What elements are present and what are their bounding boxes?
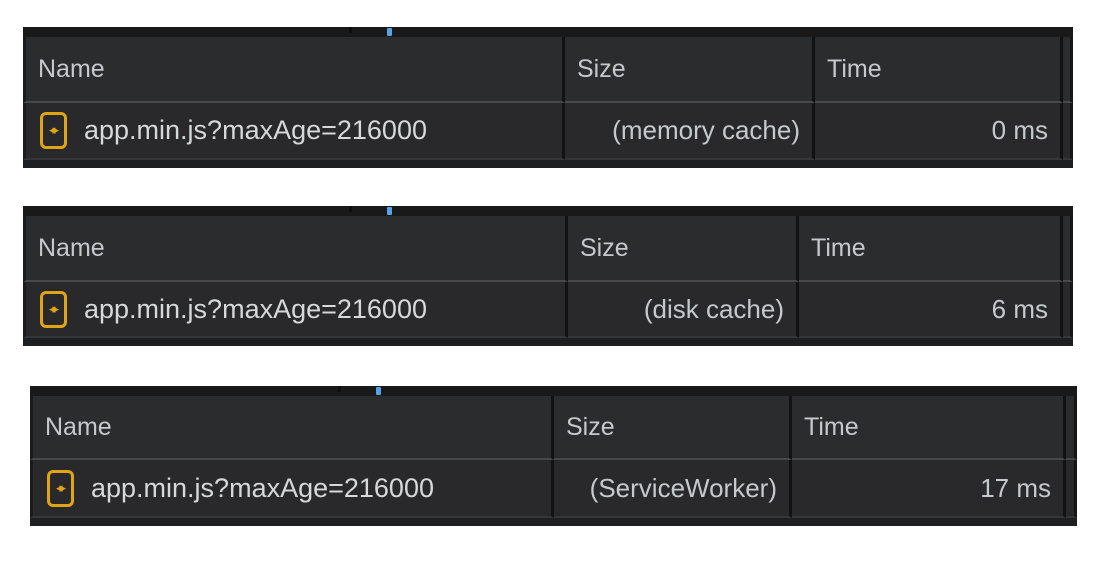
- table-gutter: [1063, 103, 1073, 160]
- request-size-cell[interactable]: (ServiceWorker): [554, 460, 792, 518]
- overview-strip: [30, 386, 1077, 396]
- network-table-disk-cache: Name Size Time ◂▸ app.min.js?maxAge=2160…: [23, 206, 1073, 346]
- next-row-partial: [23, 160, 1073, 168]
- scroll-position-indicator: [387, 28, 392, 36]
- table-gutter: [1063, 37, 1073, 103]
- script-file-icon-glyph: ◂▸: [48, 301, 59, 317]
- request-size-cell[interactable]: (memory cache): [565, 103, 815, 160]
- request-name: app.min.js?maxAge=216000: [84, 293, 427, 324]
- requests-grid: Name Size Time ◂▸ app.min.js?maxAge=2160…: [23, 37, 1073, 168]
- column-header-name[interactable]: Name: [30, 396, 554, 460]
- request-size: (memory cache): [612, 115, 800, 145]
- column-header-name-label: Name: [38, 233, 105, 262]
- column-header-time-label: Time: [811, 233, 866, 262]
- column-header-size[interactable]: Size: [568, 216, 799, 282]
- script-file-icon: ◂▸: [47, 469, 74, 507]
- request-size: (ServiceWorker): [589, 472, 777, 503]
- table-gutter: [1066, 396, 1077, 460]
- next-row-partial: [30, 518, 1077, 526]
- scroll-position-indicator: [376, 387, 381, 395]
- request-size-cell[interactable]: (disk cache): [568, 282, 799, 338]
- script-file-icon: ◂▸: [40, 290, 67, 328]
- strip-notch: [338, 386, 341, 392]
- request-name: app.min.js?maxAge=216000: [84, 115, 427, 145]
- table-gutter: [1063, 282, 1073, 338]
- strip-notch: [349, 27, 352, 33]
- table-gutter: [1063, 216, 1073, 282]
- column-header-name[interactable]: Name: [23, 216, 568, 282]
- requests-grid: Name Size Time ◂▸ app.min.js?maxAge=2160…: [30, 396, 1077, 526]
- next-row-partial: [23, 338, 1073, 346]
- request-time-cell[interactable]: 0 ms: [815, 103, 1063, 160]
- column-header-time-label: Time: [827, 54, 882, 83]
- request-time: 17 ms: [980, 472, 1051, 503]
- column-header-time-label: Time: [804, 412, 859, 441]
- script-file-icon-glyph: ◂▸: [55, 480, 66, 496]
- column-header-size-label: Size: [577, 54, 626, 83]
- request-size: (disk cache): [643, 293, 784, 324]
- overview-strip: [23, 27, 1073, 37]
- network-table-memory-cache: Name Size Time ◂▸ app.min.js?maxAge=2160…: [23, 27, 1073, 168]
- script-file-icon: ◂▸: [40, 112, 67, 149]
- column-header-time[interactable]: Time: [815, 37, 1063, 103]
- column-header-time[interactable]: Time: [792, 396, 1066, 460]
- request-name: app.min.js?maxAge=216000: [91, 472, 434, 503]
- column-header-time[interactable]: Time: [799, 216, 1063, 282]
- overview-strip: [23, 206, 1073, 216]
- column-header-size-label: Size: [580, 233, 629, 262]
- requests-grid: Name Size Time ◂▸ app.min.js?maxAge=2160…: [23, 216, 1073, 346]
- script-file-icon-glyph: ◂▸: [48, 123, 59, 138]
- request-name-cell[interactable]: ◂▸ app.min.js?maxAge=216000: [30, 460, 554, 518]
- table-gutter: [1066, 460, 1077, 518]
- request-time: 0 ms: [991, 115, 1048, 145]
- request-time-cell[interactable]: 17 ms: [792, 460, 1066, 518]
- request-name-cell[interactable]: ◂▸ app.min.js?maxAge=216000: [23, 103, 565, 160]
- column-header-name-label: Name: [45, 412, 112, 441]
- column-header-size-label: Size: [566, 412, 615, 441]
- scroll-position-indicator: [387, 207, 392, 215]
- strip-notch: [349, 206, 352, 212]
- request-name-cell[interactable]: ◂▸ app.min.js?maxAge=216000: [23, 282, 568, 338]
- column-header-name-label: Name: [38, 54, 105, 83]
- column-header-name[interactable]: Name: [23, 37, 565, 103]
- network-table-serviceworker: Name Size Time ◂▸ app.min.js?maxAge=2160…: [30, 386, 1077, 526]
- request-time: 6 ms: [991, 293, 1048, 324]
- request-time-cell[interactable]: 6 ms: [799, 282, 1063, 338]
- column-header-size[interactable]: Size: [565, 37, 815, 103]
- column-header-size[interactable]: Size: [554, 396, 792, 460]
